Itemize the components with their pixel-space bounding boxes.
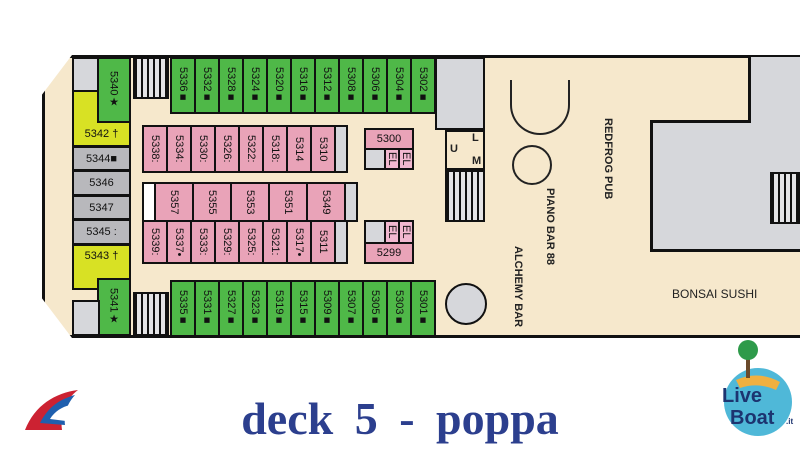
cabin-5326[interactable]: 5326:: [214, 125, 240, 173]
inner-low-row: 5339:5337•5333:5329:5325:5321:5317•5311: [142, 220, 348, 264]
cabin-5319[interactable]: 5319■: [266, 280, 292, 337]
atrium-void: [748, 57, 800, 123]
bottom-cabin-row: 5335■5331■5327■5323■5319■5315■5309■5307■…: [170, 280, 436, 337]
cabin-5324[interactable]: 5324■: [242, 57, 268, 114]
restrooms: [445, 130, 485, 170]
liveboat-logo: Live Boat .it: [722, 340, 793, 436]
cabin-5312[interactable]: 5312■: [314, 57, 340, 114]
cabin-5301[interactable]: 5301■: [410, 280, 436, 337]
carnival-logo: [25, 390, 78, 430]
cabin-5316[interactable]: 5316■: [290, 57, 316, 114]
cabin-5317[interactable]: 5317•: [286, 220, 312, 264]
cabin-5351[interactable]: 5351: [268, 182, 308, 222]
top-cabin-row: 5336■5332■5328■5324■5320■5316■5312■5308■…: [170, 57, 436, 114]
cabin-5334[interactable]: 5334:: [166, 125, 192, 173]
cabin-5345[interactable]: 5345 :: [72, 219, 131, 245]
cabin-5307[interactable]: 5307■: [338, 280, 364, 337]
service-room: [364, 148, 386, 170]
cabin-5314[interactable]: 5314: [286, 125, 312, 173]
cabin-5318[interactable]: 5318:: [262, 125, 288, 173]
aft-corner: [72, 57, 100, 92]
page-title: deck 5 - poppa: [241, 393, 559, 444]
cabin-5315[interactable]: 5315■: [290, 280, 316, 337]
cabin-5325[interactable]: 5325:: [238, 220, 264, 264]
service-closet: [334, 220, 348, 264]
cabin-5342[interactable]: 5342 †: [72, 121, 131, 147]
cabin-5304[interactable]: 5304■: [386, 57, 412, 114]
piano-bar-counter: [512, 145, 552, 185]
cabin-5335[interactable]: 5335■: [170, 280, 196, 337]
svg-text:Boat: Boat: [730, 407, 775, 429]
cabin-5300[interactable]: 5300: [364, 128, 414, 150]
cabin-5343[interactable]: 5343 †: [72, 244, 131, 280]
cabin-5331[interactable]: 5331■: [194, 280, 220, 337]
cabin-5347[interactable]: 5347: [72, 195, 131, 220]
stairs-icon: [133, 57, 169, 99]
cabin-5327[interactable]: 5327■: [218, 280, 244, 337]
cabin-5306[interactable]: 5306■: [362, 57, 388, 114]
cabin-5333[interactable]: 5333:: [190, 220, 216, 264]
cabin-5342-extension: [72, 90, 99, 123]
cabin-5320[interactable]: 5320■: [266, 57, 292, 114]
cabin-5305[interactable]: 5305■: [362, 280, 388, 337]
cabin-5340[interactable]: 5340★: [97, 57, 131, 123]
cabin-5308[interactable]: 5308■: [338, 57, 364, 114]
cabin-5355[interactable]: 5355: [192, 182, 232, 222]
elevator: EL: [398, 220, 414, 244]
service-room: [364, 220, 386, 244]
svg-text:Live: Live: [722, 385, 762, 407]
cabin-5346[interactable]: 5346: [72, 170, 131, 196]
cabin-5341[interactable]: 5341★: [97, 278, 131, 336]
restroom-l-label: L: [472, 132, 479, 144]
service-closet: [344, 182, 358, 222]
cabin-5329[interactable]: 5329:: [214, 220, 240, 264]
cabin-5309[interactable]: 5309■: [314, 280, 340, 337]
elevator: EL: [398, 148, 414, 170]
service-core: [435, 57, 485, 130]
cabin-5344[interactable]: 5344■: [72, 146, 131, 171]
stairs-icon: [770, 172, 800, 224]
cabin-5311[interactable]: 5311: [310, 220, 336, 264]
stairs-icon: [445, 170, 485, 222]
stairs-icon: [133, 292, 169, 336]
restroom-m-label: M: [472, 155, 482, 167]
service-closet: [334, 125, 348, 173]
cabin-5303[interactable]: 5303■: [386, 280, 412, 337]
aft-corner: [72, 300, 100, 336]
svg-text:.it: .it: [786, 417, 793, 426]
redfrog-pub-label: REDFROG PUB: [602, 118, 614, 200]
bonsai-sushi-label: BONSAI SUSHI: [672, 287, 758, 301]
cabin-5328[interactable]: 5328■: [218, 57, 244, 114]
cabin-5357[interactable]: 5357: [154, 182, 194, 222]
cabin-5302[interactable]: 5302■: [410, 57, 436, 114]
piano-bar-label: PIANO BAR 88: [544, 188, 556, 266]
cabin-5339[interactable]: 5339:: [142, 220, 168, 264]
cabin-5332[interactable]: 5332■: [194, 57, 220, 114]
cabin-5353[interactable]: 5353: [230, 182, 270, 222]
cabin-5322[interactable]: 5322:: [238, 125, 264, 173]
cabin-5299[interactable]: 5299: [364, 242, 414, 264]
cabin-5310[interactable]: 5310: [310, 125, 336, 173]
elevator-round: [445, 283, 487, 325]
pub-bar-counter: [510, 80, 570, 135]
alchemy-bar-label: ALCHEMY BAR: [512, 246, 524, 328]
cabin-5330[interactable]: 5330:: [190, 125, 216, 173]
restroom-u-label: U: [450, 143, 458, 155]
cabin-5349[interactable]: 5349: [306, 182, 346, 222]
cabin-5343-extension: [72, 278, 99, 290]
cabin-5338[interactable]: 5338:: [142, 125, 168, 173]
cabin-5337[interactable]: 5337•: [166, 220, 192, 264]
cabin-5323[interactable]: 5323■: [242, 280, 268, 337]
cabin-5336[interactable]: 5336■: [170, 57, 196, 114]
cabin-5321[interactable]: 5321:: [262, 220, 288, 264]
